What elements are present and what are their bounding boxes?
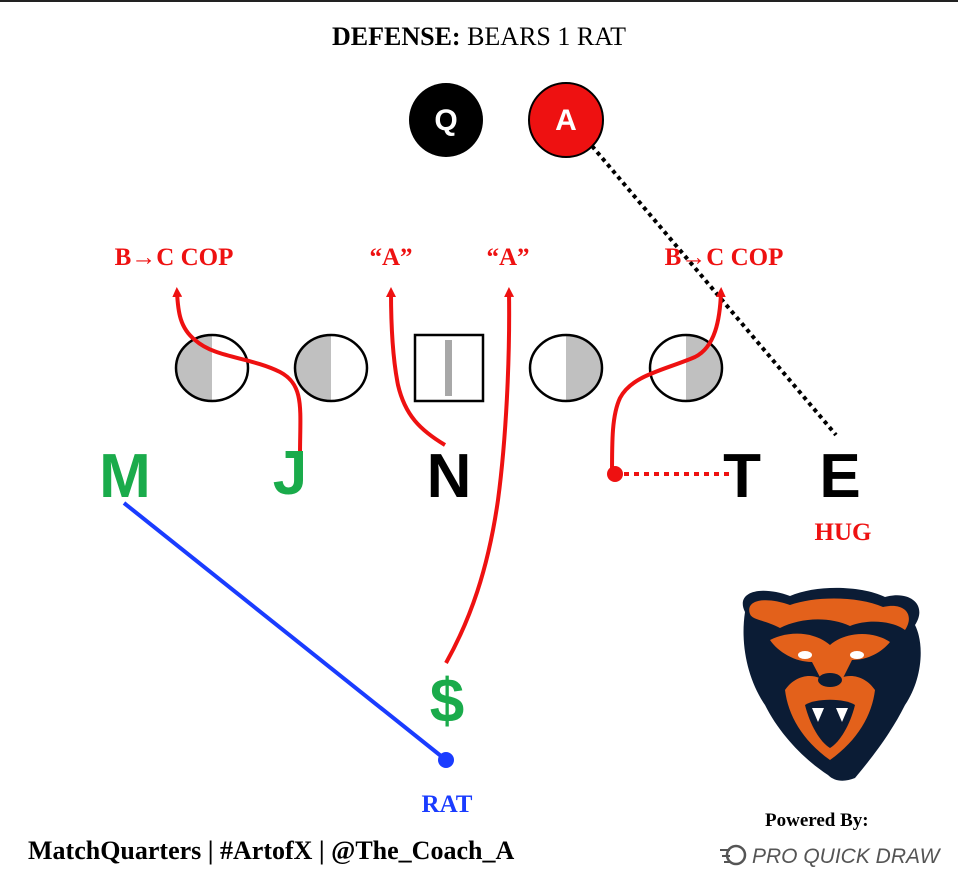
label-hug: HUG bbox=[815, 519, 872, 546]
offense-back-a: A bbox=[528, 82, 604, 158]
brand-name: PRO QUICK DRAW bbox=[752, 845, 942, 868]
lineman-lt bbox=[174, 333, 250, 403]
defender-e: E bbox=[819, 442, 860, 511]
m-rat-route bbox=[122, 501, 448, 762]
bears-logo bbox=[742, 587, 921, 781]
label-right-cop: B→C COP bbox=[665, 244, 784, 271]
title-name: BEARS 1 RAT bbox=[467, 22, 626, 51]
diagram-title: DEFENSE: BEARS 1 RAT bbox=[0, 22, 958, 52]
pro-quick-draw-icon bbox=[720, 844, 747, 866]
back-q-letter: Q bbox=[434, 104, 457, 137]
offensive-line bbox=[174, 333, 724, 403]
defender-t: T bbox=[723, 442, 761, 511]
back-a-route bbox=[590, 144, 838, 437]
j-route bbox=[172, 287, 303, 456]
rat-dot bbox=[438, 752, 454, 768]
title-prefix: DEFENSE: bbox=[332, 22, 461, 51]
top-border bbox=[0, 0, 958, 2]
lineman-lg bbox=[293, 333, 369, 403]
offense-back-q: Q bbox=[409, 83, 483, 157]
label-left-cop: B→C COP bbox=[115, 244, 234, 271]
back-a-letter: A bbox=[555, 104, 577, 137]
t-start-dot bbox=[607, 466, 623, 482]
lineman-rg bbox=[528, 333, 604, 403]
defender-safety: $ bbox=[430, 667, 464, 736]
safety-route bbox=[444, 287, 515, 664]
label-a-left: “A” bbox=[369, 244, 412, 271]
powered-by-label: Powered By: bbox=[765, 810, 869, 831]
t-route bbox=[610, 287, 726, 476]
label-rat: RAT bbox=[422, 791, 473, 818]
n-route bbox=[386, 287, 447, 447]
defender-n: N bbox=[427, 442, 472, 511]
defender-m: M bbox=[99, 442, 151, 511]
defender-j: J bbox=[273, 439, 307, 508]
footer-credits: MatchQuarters | #ArtofX | @The_Coach_A bbox=[28, 836, 515, 865]
label-a-right: “A” bbox=[486, 244, 529, 271]
center bbox=[413, 333, 485, 403]
